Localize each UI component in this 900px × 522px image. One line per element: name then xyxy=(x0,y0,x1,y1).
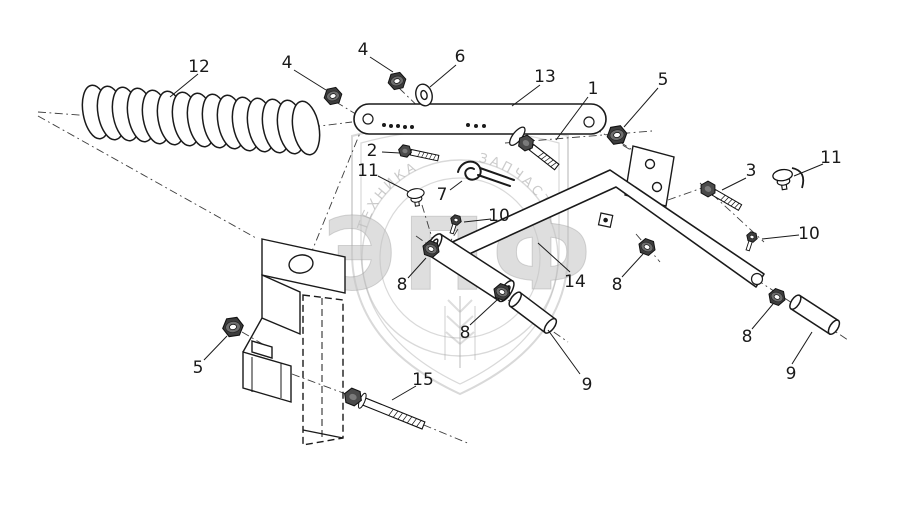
push-cap-11b-clip xyxy=(791,167,805,189)
hex-bolt-15 xyxy=(344,387,426,430)
wheat-icon xyxy=(444,296,476,368)
callout-12: 12 xyxy=(188,57,210,77)
grub-screw-10b xyxy=(741,230,760,253)
hex-bolt-3 xyxy=(700,180,743,211)
callout-13: 13 xyxy=(534,67,556,87)
roller-pin-right xyxy=(789,294,841,336)
hex-nut-4b xyxy=(386,70,408,92)
leader-lines xyxy=(169,56,824,401)
callout-1: 1 xyxy=(588,79,599,99)
callout-7: 7 xyxy=(437,185,448,205)
callout-11a: 11 xyxy=(357,161,379,181)
callout-8c: 8 xyxy=(612,275,623,295)
callout-10a: 10 xyxy=(488,206,510,226)
push-cap-11b xyxy=(771,167,795,192)
hex-bolt-2 xyxy=(398,144,440,162)
callout-8d: 8 xyxy=(742,327,753,347)
hex-nut-5b xyxy=(220,316,246,338)
mount-bracket xyxy=(242,238,346,446)
upper-bar xyxy=(353,103,607,135)
callout-5a: 5 xyxy=(658,70,669,90)
callout-8a: 8 xyxy=(397,275,408,295)
hex-nut-5a xyxy=(605,124,629,146)
hex-nut-8d xyxy=(765,286,789,308)
callout-10b: 10 xyxy=(798,224,820,244)
callout-6: 6 xyxy=(455,47,466,67)
hex-nut-8c xyxy=(635,236,659,258)
square-shim xyxy=(597,212,614,228)
callout-14: 14 xyxy=(564,272,586,292)
washer-6 xyxy=(415,83,433,107)
spring-clip xyxy=(457,160,515,187)
callout-15: 15 xyxy=(412,370,434,390)
roller-pin-left xyxy=(508,291,558,334)
callout-8b: 8 xyxy=(460,323,471,343)
coil-spring xyxy=(81,84,321,156)
callout-3: 3 xyxy=(746,161,757,181)
hex-bolt-1 xyxy=(509,126,560,171)
callout-4b: 4 xyxy=(358,40,369,60)
callout-4a: 4 xyxy=(282,53,293,73)
callout-9b: 9 xyxy=(786,364,797,384)
callout-11b: 11 xyxy=(820,148,842,168)
callout-2: 2 xyxy=(367,141,378,161)
callout-5b: 5 xyxy=(193,358,204,378)
callout-9a: 9 xyxy=(582,375,593,395)
